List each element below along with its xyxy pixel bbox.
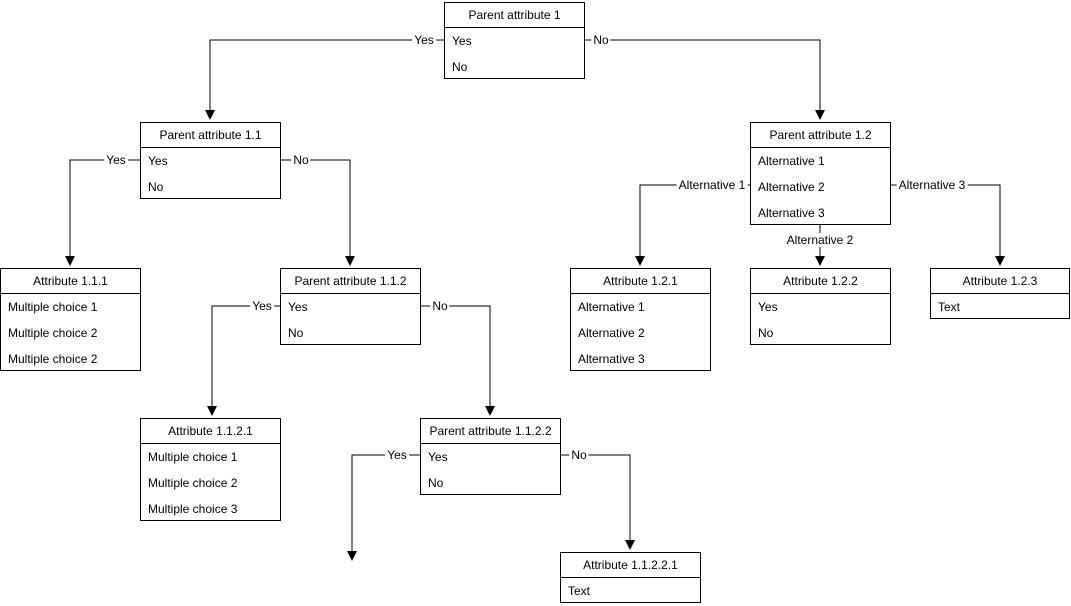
edge-label-parent12-alt2: Alternative 2 (784, 233, 856, 247)
node-row: No (452, 60, 468, 74)
node-title: Attribute 1.1.2.1 (141, 419, 280, 444)
node-title: Attribute 1.1.2.2.1 (561, 553, 700, 578)
node-row: Multiple choice 2 (8, 326, 98, 340)
node-attribute-1-1-2-1: Attribute 1.1.2.1 Multiple choice 1 Mult… (140, 418, 281, 521)
node-title: Parent attribute 1.1.2.2 (421, 419, 560, 444)
node-row: No (758, 326, 774, 340)
node-attribute-1-2-2: Attribute 1.2.2 Yes No (750, 268, 891, 345)
node-parent-attribute-1-1-2: Parent attribute 1.1.2 Yes No (280, 268, 421, 345)
node-row: Yes (452, 34, 472, 48)
node-row: Yes (148, 154, 168, 168)
edge-label-parent11-no: No (291, 153, 311, 167)
edge-label-parent1-no: No (591, 33, 611, 47)
edge-parent12-alt1-line (635, 184, 750, 266)
node-parent-attribute-1-2: Parent attribute 1.2 Alternative 1 Alter… (750, 122, 891, 225)
node-title: Parent attribute 1.1 (141, 123, 280, 148)
edge-parent1-no-line (585, 39, 825, 120)
node-parent-attribute-1: Parent attribute 1 Yes No (444, 2, 585, 79)
node-row: Text (568, 584, 591, 598)
node-attribute-1-1-2-2-1: Attribute 1.1.2.2.1 Text (560, 552, 701, 603)
node-row: Alternative 2 (758, 180, 825, 194)
node-title: Attribute 1.2.1 (571, 269, 710, 294)
edge-parent11-yes-line (65, 159, 140, 266)
edge-label-parent12-alt1: Alternative 1 (676, 178, 748, 192)
node-parent-attribute-1-1: Parent attribute 1.1 Yes No (140, 122, 281, 199)
node-title: Parent attribute 1 (445, 3, 584, 28)
edge-label-parent112-yes: Yes (250, 299, 274, 313)
edge-label-parent11-yes: Yes (104, 153, 128, 167)
edge-parent12-alt3-line (890, 184, 1005, 266)
edge-parent1122-yes-line (347, 454, 420, 561)
node-title: Attribute 1.1.1 (1, 269, 140, 294)
node-row: Alternative 1 (578, 300, 645, 314)
node-title: Parent attribute 1.2 (751, 123, 890, 148)
node-row: Alternative 1 (758, 154, 825, 168)
node-row: Multiple choice 3 (148, 502, 238, 516)
edge-parent11-no-line (281, 159, 355, 266)
edge-label-parent1-yes: Yes (412, 33, 436, 47)
node-row: No (428, 476, 444, 490)
node-attribute-1-2-1: Attribute 1.2.1 Alternative 1 Alternativ… (570, 268, 711, 371)
edge-label-parent112-no: No (430, 299, 450, 313)
node-title: Attribute 1.2.2 (751, 269, 890, 294)
node-parent-attribute-1-1-2-2: Parent attribute 1.1.2.2 Yes No (420, 418, 561, 495)
node-row: Text (938, 300, 961, 314)
node-row: No (148, 180, 164, 194)
node-attribute-1-1-1: Attribute 1.1.1 Multiple choice 1 Multip… (0, 268, 141, 371)
edge-parent1-yes-line (205, 39, 444, 120)
node-row: Alternative 3 (578, 352, 645, 366)
edge-label-parent1122-no: No (569, 448, 589, 462)
edge-parent112-yes-line (207, 305, 280, 416)
node-row: Alternative 3 (758, 206, 825, 220)
edge-parent1122-no-line (561, 454, 635, 550)
node-attribute-1-2-3: Attribute 1.2.3 Text (930, 268, 1070, 319)
edge-label-parent1122-yes: Yes (385, 448, 409, 462)
node-row: Yes (428, 450, 448, 464)
node-row: No (288, 326, 304, 340)
node-title: Parent attribute 1.1.2 (281, 269, 420, 294)
node-title: Attribute 1.2.3 (931, 269, 1069, 294)
node-row: Multiple choice 2 (8, 352, 98, 366)
node-row: Alternative 2 (578, 326, 645, 340)
edge-label-parent12-alt3: Alternative 3 (896, 178, 968, 192)
node-row: Multiple choice 1 (8, 300, 98, 314)
node-row: Yes (288, 300, 308, 314)
node-row: Yes (758, 300, 778, 314)
node-row: Multiple choice 1 (148, 450, 238, 464)
edge-parent112-no-line (421, 305, 495, 416)
node-row: Multiple choice 2 (148, 476, 238, 490)
